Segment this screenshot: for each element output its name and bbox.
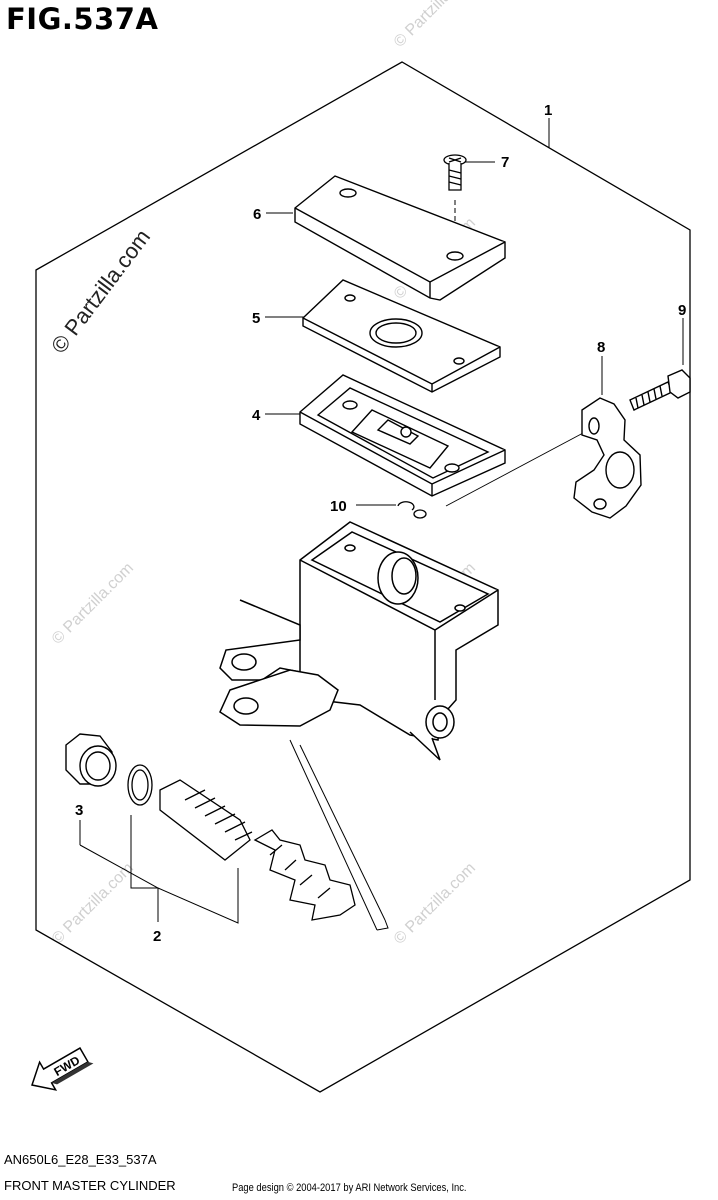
part-9-bolt — [629, 369, 691, 411]
master-cylinder-body — [219, 521, 499, 761]
callout-3: 3 — [75, 802, 83, 819]
callout-6: 6 — [253, 206, 261, 223]
part-6-cap — [294, 175, 506, 301]
watermark-repeat: © Partzilla.com — [49, 860, 137, 948]
part-5-plate — [302, 279, 501, 393]
fwd-arrow: FWD — [31, 1047, 94, 1091]
figure-title: FIG.537A — [6, 2, 159, 36]
part-7-screw — [443, 154, 467, 191]
part-8-clamp — [573, 397, 642, 519]
part-10-clip — [397, 501, 427, 519]
model-code: AN650L6_E28_E33_537A — [4, 1152, 157, 1167]
callout-1: 1 — [544, 102, 552, 119]
callout-8: 8 — [597, 339, 605, 356]
callout-9: 9 — [678, 302, 686, 319]
part-2-piston — [127, 764, 356, 921]
diagram-name: FRONT MASTER CYLINDER — [4, 1178, 176, 1193]
callout-10: 10 — [330, 498, 347, 515]
watermark-main: © Partzilla.com — [46, 225, 155, 358]
assembly-outline — [35, 61, 691, 1093]
watermark-repeat: © Partzilla.com — [391, 860, 479, 948]
callout-4: 4 — [252, 407, 261, 424]
callout-7: 7 — [501, 154, 509, 171]
watermark-repeat: © Partzilla.com — [391, 0, 479, 51]
callout-2: 2 — [153, 928, 161, 945]
callout-labels: 1 2 3 4 5 6 7 8 9 10 — [75, 102, 686, 945]
watermark-repeat: © Partzilla.com — [49, 560, 137, 648]
part-3-boot — [65, 733, 117, 787]
part-4-diaphragm — [299, 374, 506, 497]
callout-5: 5 — [252, 310, 260, 327]
page-credit: Page design © 2004-2017 by ARI Network S… — [232, 1182, 467, 1194]
